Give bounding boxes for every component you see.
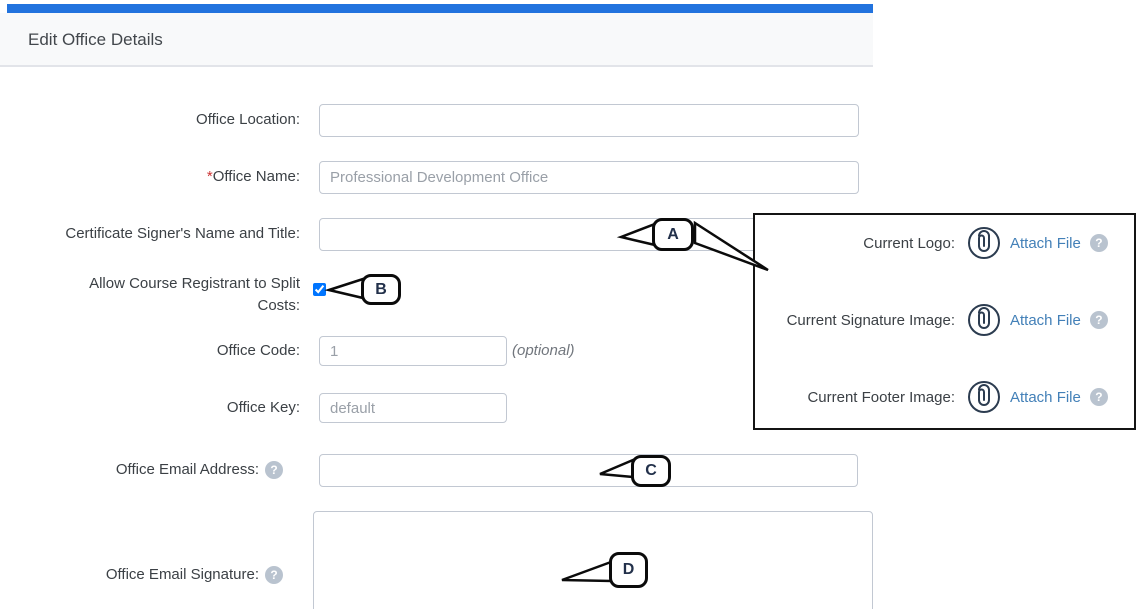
office-signature-label: Office Email Signature:?: [0, 564, 283, 586]
callout-d: D: [609, 552, 648, 588]
footer-help-icon[interactable]: ?: [1089, 388, 1108, 406]
office-code-optional-note: (optional): [512, 342, 575, 359]
paperclip-icon[interactable]: [967, 226, 1001, 260]
page-title: Edit Office Details: [28, 30, 163, 49]
split-costs-checkbox[interactable]: [313, 283, 326, 296]
current-logo-label: Current Logo:: [863, 234, 955, 252]
page-header: Edit Office Details: [0, 13, 873, 67]
office-key-label: Office Key:: [226, 399, 300, 416]
callout-b: B: [361, 274, 401, 305]
attach-signature-link[interactable]: Attach File: [1010, 311, 1081, 329]
callout-c: C: [631, 455, 671, 487]
required-asterisk: *: [206, 168, 213, 185]
office-location-input[interactable]: [319, 104, 859, 137]
paperclip-icon[interactable]: [967, 380, 1001, 414]
attachments-panel: Current Logo: Attach File ? Current Sign…: [753, 213, 1136, 430]
callout-a: A: [652, 218, 694, 251]
attach-footer-link[interactable]: Attach File: [1010, 388, 1081, 406]
office-key-input[interactable]: [319, 393, 507, 423]
current-footer-label: Current Footer Image:: [807, 388, 955, 406]
current-logo-row: Current Logo: Attach File ?: [755, 223, 1134, 263]
office-code-label: Office Code:: [216, 342, 300, 359]
office-location-label: Office Location:: [196, 111, 300, 128]
office-email-help-icon[interactable]: ?: [265, 461, 283, 480]
current-signature-label: Current Signature Image:: [786, 311, 955, 329]
office-email-input[interactable]: [319, 454, 858, 487]
office-name-label: *Office Name:: [206, 168, 300, 185]
split-costs-label: Allow Course Registrant to Split Costs:: [89, 275, 300, 314]
office-name-input[interactable]: [319, 161, 859, 194]
office-signature-textarea[interactable]: [313, 511, 873, 609]
current-footer-row: Current Footer Image: Attach File ?: [755, 377, 1134, 417]
current-signature-row: Current Signature Image: Attach File ?: [755, 300, 1134, 340]
signature-help-icon[interactable]: ?: [1089, 311, 1108, 329]
office-email-label: Office Email Address:?: [0, 454, 283, 486]
cert-signer-label: Certificate Signer's Name and Title:: [65, 225, 300, 242]
office-signature-help-icon[interactable]: ?: [265, 566, 283, 585]
attach-logo-link[interactable]: Attach File: [1010, 234, 1081, 252]
top-accent-bar: [7, 4, 873, 13]
paperclip-icon[interactable]: [967, 303, 1001, 337]
logo-help-icon[interactable]: ?: [1089, 234, 1108, 252]
office-code-input[interactable]: [319, 336, 507, 366]
